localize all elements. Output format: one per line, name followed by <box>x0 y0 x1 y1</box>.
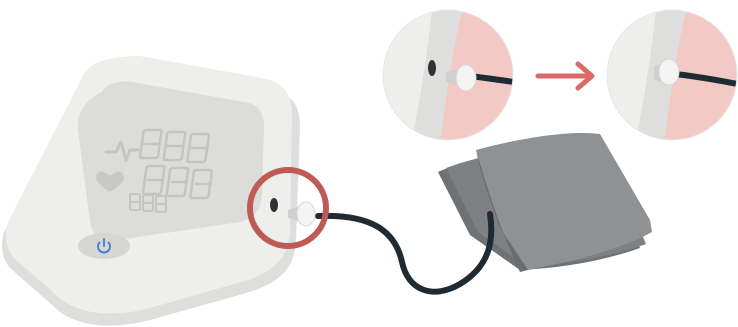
power-button[interactable] <box>78 233 130 259</box>
arrow-right-icon <box>538 64 592 88</box>
cuff <box>438 133 652 272</box>
connector-body <box>297 202 315 226</box>
zoom-before-port <box>428 60 436 76</box>
zoom-after-connector-body <box>659 59 679 85</box>
air-port <box>270 198 278 212</box>
zoom-before-connector-body <box>456 65 476 91</box>
